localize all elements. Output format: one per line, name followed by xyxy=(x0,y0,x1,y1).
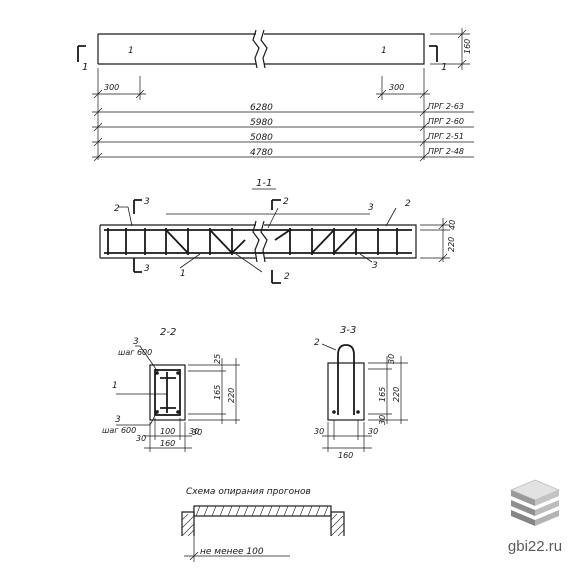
s22-dim-220: 220 xyxy=(227,388,236,403)
section-3-3-title: 3-3 xyxy=(340,325,356,336)
length-row-1: 5980 xyxy=(250,118,273,128)
section-1-1: 1-1 2 3 2 3 2 3 1 2 3 40 220 xyxy=(99,178,457,284)
elevation-mark-left: 1 xyxy=(128,46,134,56)
elevation-mark-right: 1 xyxy=(381,46,387,56)
s33-label-2: 2 xyxy=(314,338,320,348)
s33-dim-30-right: 30 xyxy=(368,427,378,436)
s33-dim-30-top: 30 xyxy=(387,354,396,364)
elevation-height-dim: 160 xyxy=(463,39,472,54)
support-scheme: Схема опирания прогонов не менее 100 xyxy=(181,487,345,562)
section-mark-right: 1 xyxy=(441,62,447,73)
s22-label-1: 1 xyxy=(112,381,118,391)
s11-label-3-top-left: 3 xyxy=(144,197,150,207)
mark-row-2: ПРГ 2-51 xyxy=(428,132,464,141)
section-2-2: 2-2 3 шаг 600 1 3 шаг 600 25 165 220 30 … xyxy=(102,327,240,452)
mark-row-3: ПРГ 2-48 xyxy=(428,147,464,156)
end-dim-left: 300 xyxy=(104,83,119,92)
section-mark-left: 1 xyxy=(82,62,88,73)
s33-dim-220: 220 xyxy=(392,387,401,402)
s22-dim-30-right: 30 xyxy=(192,428,202,437)
s22-label-3-bottom: 3 xyxy=(115,415,121,425)
s33-dim-30-side: 30 xyxy=(378,415,387,425)
s11-label-2-bottom-mid: 2 xyxy=(284,272,290,282)
s11-label-3-top-right: 3 xyxy=(368,203,374,213)
end-dim-right: 300 xyxy=(389,83,404,92)
s22-pitch-top: шаг 600 xyxy=(118,348,152,357)
length-row-3: 4780 xyxy=(250,148,273,158)
s22-dim-25: 25 xyxy=(213,354,222,364)
s22-label-3-top: 3 xyxy=(133,337,139,347)
support-title: Схема опирания прогонов xyxy=(186,487,311,497)
length-table: 6280 ПРГ 2-63 5980 ПРГ 2-60 5080 ПРГ 2-5… xyxy=(92,100,474,162)
length-row-2: 5080 xyxy=(250,133,273,143)
s22-dim-30-left: 30 xyxy=(136,434,146,443)
s33-dim-165: 165 xyxy=(378,387,387,402)
beam-elevation: 1 1 1 1 160 300 300 xyxy=(77,28,472,100)
s11-dim-top: 40 xyxy=(448,220,457,230)
watermark: gbi22.ru xyxy=(503,476,567,555)
mark-row-1: ПРГ 2-60 xyxy=(428,117,464,126)
s33-dim-160: 160 xyxy=(338,451,353,460)
s11-label-1-bottom: 1 xyxy=(180,269,186,279)
s11-label-2-top-left: 2 xyxy=(114,204,120,214)
s22-dim-100: 100 xyxy=(160,427,175,436)
s22-dim-160: 160 xyxy=(160,439,175,448)
watermark-text: gbi22.ru xyxy=(507,538,563,555)
support-min-dim: не менее 100 xyxy=(200,547,264,557)
section-3-3: 3-3 2 30 165 220 30 30 30 160 xyxy=(314,325,408,460)
s11-dim-height: 220 xyxy=(447,237,456,252)
length-row-0: 6280 xyxy=(250,103,273,113)
s22-dim-165: 165 xyxy=(213,385,222,400)
s22-pitch-bottom: шаг 600 xyxy=(102,426,136,435)
s22-dim-30-b: 30 xyxy=(189,427,199,436)
section-2-2-title: 2-2 xyxy=(160,327,176,338)
s33-dim-30-left: 30 xyxy=(314,427,324,436)
s11-label-3-bottom-left: 3 xyxy=(144,264,150,274)
s11-label-2-top-right: 2 xyxy=(405,199,411,209)
mark-row-0: ПРГ 2-63 xyxy=(428,102,464,111)
s11-label-2-top-mid: 2 xyxy=(283,197,289,207)
logo-slabs-icon xyxy=(509,479,561,526)
s11-label-3-bottom-right: 3 xyxy=(372,261,378,271)
section-1-1-title: 1-1 xyxy=(256,178,272,189)
